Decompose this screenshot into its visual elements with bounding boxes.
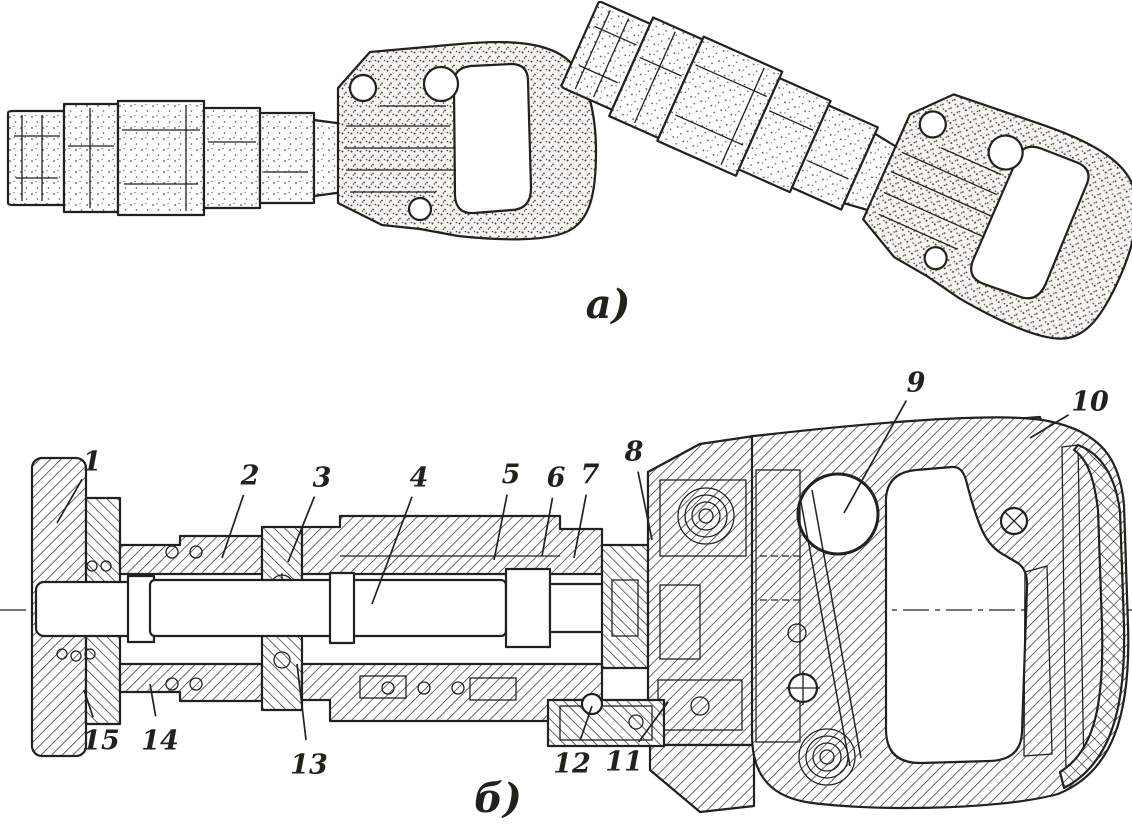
callout-number-4: 4 — [410, 463, 429, 494]
callout-number-8: 8 — [624, 437, 644, 468]
callout-11: 11 — [605, 701, 669, 778]
callout-5: 5 — [493, 460, 521, 561]
trigger-channel — [755, 469, 801, 743]
callout-9: 9 — [843, 368, 926, 514]
callout-7: 7 — [573, 460, 600, 559]
callout-14: 14 — [141, 683, 179, 757]
valve-box — [646, 434, 756, 814]
callout-leader-5 — [493, 494, 508, 561]
callout-number-1: 1 — [83, 447, 102, 478]
callout-number-14: 14 — [141, 726, 179, 757]
callout-2: 2 — [221, 461, 260, 559]
back-head — [600, 543, 650, 670]
callout-leader-15 — [83, 689, 94, 718]
callout-leader-8 — [637, 471, 653, 541]
callout-leader-7 — [573, 494, 588, 559]
callout-number-2: 2 — [240, 461, 260, 492]
handle-section — [750, 416, 1130, 810]
callout-leader-2 — [221, 494, 245, 559]
trigger-mechanism — [786, 489, 862, 786]
callout-number-12: 12 — [553, 749, 591, 780]
callout-number-5: 5 — [502, 460, 521, 491]
callout-leader-4 — [371, 496, 413, 605]
callout-1: 1 — [56, 447, 102, 524]
hammer-tilted-view — [545, 0, 1132, 359]
callout-12: 12 — [553, 705, 593, 780]
handle-screw — [999, 506, 1029, 536]
callout-leader-13 — [296, 663, 307, 741]
callout-6: 6 — [541, 463, 566, 557]
oiler-block — [546, 692, 666, 748]
callout-leader-14 — [149, 683, 157, 717]
callout-3: 3 — [287, 463, 332, 563]
grip-inner-pad — [1023, 565, 1053, 757]
callout-leader-10 — [1029, 414, 1069, 439]
callout-number-3: 3 — [313, 463, 332, 494]
callout-leader-1 — [56, 478, 83, 524]
callout-number-6: 6 — [547, 463, 566, 494]
handle-front-hole — [796, 472, 880, 556]
view-a-label: а) — [586, 281, 631, 328]
end-flange — [30, 456, 160, 758]
view-b-label: б) — [474, 775, 522, 822]
callout-number-15: 15 — [82, 726, 120, 757]
grip-outer-pad — [1058, 443, 1126, 790]
main-cylinder — [300, 514, 604, 723]
hammer-side-view — [6, 40, 598, 241]
callout-number-13: 13 — [290, 750, 328, 781]
callout-leader-9 — [843, 400, 908, 514]
callout-13: 13 — [290, 663, 328, 781]
piston-assembly — [148, 567, 644, 649]
callout-leader-12 — [579, 705, 593, 741]
callout-number-7: 7 — [581, 460, 600, 491]
callout-leader-3 — [287, 496, 316, 563]
callout-4: 4 — [371, 463, 429, 605]
callout-leader-6 — [541, 497, 554, 557]
view-a: а) — [6, 0, 1132, 359]
callout-15: 15 — [82, 689, 120, 757]
callout-number-11: 11 — [605, 747, 643, 778]
callout-number-9: 9 — [907, 368, 926, 399]
callout-8: 8 — [624, 437, 653, 541]
callout-10: 10 — [1029, 387, 1109, 439]
callout-number-10: 10 — [1071, 387, 1109, 418]
callout-leader-11 — [638, 701, 669, 743]
